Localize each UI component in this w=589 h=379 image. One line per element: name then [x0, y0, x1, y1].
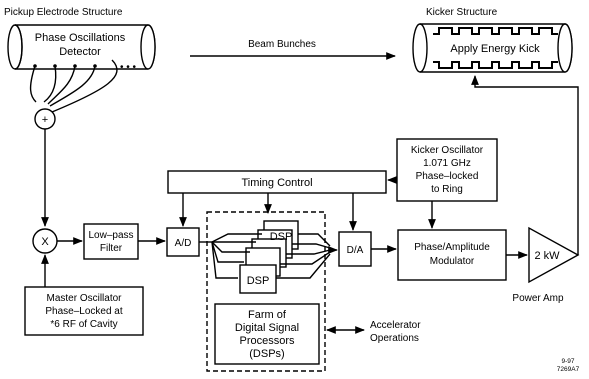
power-amp-rating: 2 kW	[534, 250, 560, 262]
figure-id-line1: 9-97	[561, 358, 574, 365]
adc-label: A/D	[175, 238, 192, 249]
modulator-line2: Modulator	[430, 256, 475, 267]
master-osc-line1: Master Oscillator	[46, 293, 122, 304]
amp-to-kicker-line	[471, 75, 579, 255]
dsp-to-dac-bus	[276, 233, 338, 279]
pickup-title: Pickup Electrode Structure	[4, 7, 123, 18]
kicker-osc-line3: Phase–locked	[416, 171, 479, 182]
pickup-wiring	[29, 59, 118, 113]
kicker-cylinder	[412, 23, 573, 73]
detector-label-line2: Detector	[59, 46, 101, 58]
modulator-box	[397, 229, 507, 281]
farm-line3: Processors	[239, 335, 295, 347]
adc-to-dsp-bus	[199, 233, 262, 279]
lowpass-filter-box	[83, 223, 139, 260]
figure-id-line2: 7269A7	[557, 366, 580, 373]
master-osc-line2: Phase–Locked at	[45, 306, 123, 317]
accelerator-line1: Accelerator	[370, 320, 421, 331]
detector-label-line1: Phase Oscillations	[35, 32, 126, 44]
kicker-label: Apply Energy Kick	[450, 43, 540, 55]
kicker-osc-line4: to Ring	[431, 184, 463, 195]
timing-control-label: Timing Control	[241, 177, 312, 189]
beam-bunches-label: Beam Bunches	[248, 39, 316, 50]
farm-line2: Digital Signal	[235, 322, 299, 334]
kicker-osc-line2: 1.071 GHz	[423, 158, 471, 169]
power-amp-triangle	[528, 226, 580, 284]
lowpass-line1: Low–pass	[88, 230, 133, 241]
lowpass-line2: Filter	[100, 243, 123, 254]
sum-symbol: +	[42, 114, 48, 126]
dsp-label-top: DSP	[270, 231, 293, 243]
mixer-symbol: X	[41, 236, 49, 248]
accelerator-line2: Operations	[370, 333, 419, 344]
detector-dots: • • •	[120, 62, 137, 73]
dsp-farm-enclosure	[206, 211, 326, 372]
farm-label-box	[214, 303, 320, 365]
power-amp-label: Power Amp	[512, 293, 564, 304]
kicker-title: Kicker Structure	[426, 7, 498, 18]
kicker-oscillator-box	[396, 138, 498, 202]
kicker-osc-line1: Kicker Oscillator	[411, 145, 484, 156]
master-osc-line3: *6 RF of Cavity	[50, 319, 117, 330]
dsp-label-bottom: DSP	[247, 275, 270, 287]
farm-line4: (DSPs)	[249, 348, 284, 360]
master-oscillator-box	[24, 286, 144, 336]
kicker-electrode-pattern	[433, 27, 558, 69]
dac-label: D/A	[347, 245, 364, 256]
pickup-electrode-cylinder	[7, 24, 156, 70]
farm-line1: Farm of	[248, 309, 287, 321]
modulator-line1: Phase/Amplitude	[414, 242, 490, 253]
dsp-stack	[239, 220, 299, 294]
timing-control-box	[167, 170, 387, 194]
